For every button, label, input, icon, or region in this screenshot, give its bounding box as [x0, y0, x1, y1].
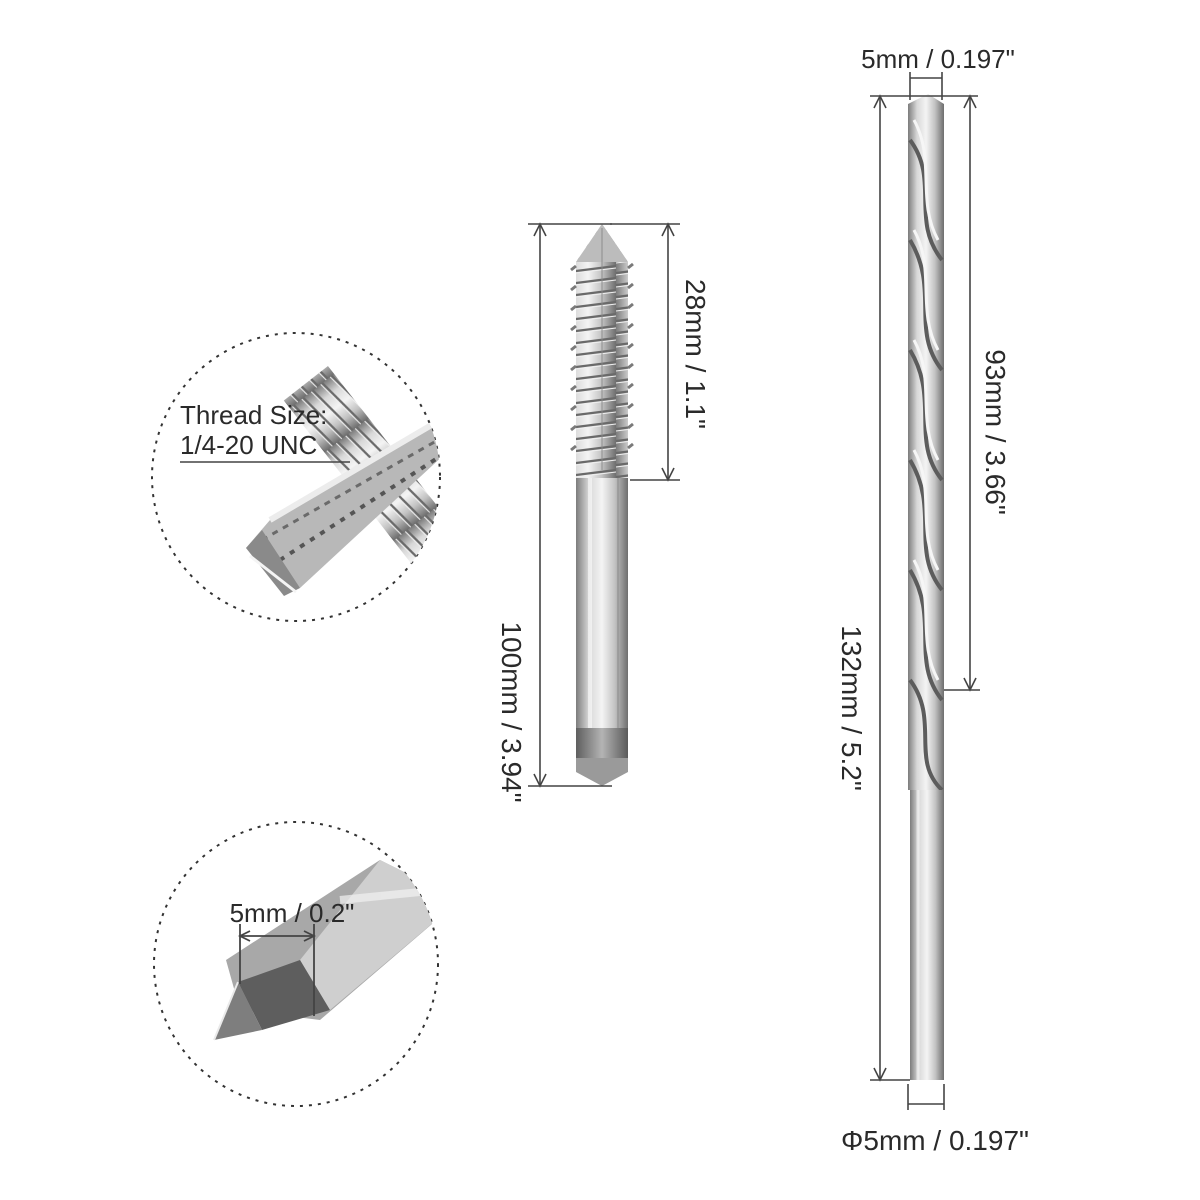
drill-flute-length-label: 93mm / 3.66" [980, 349, 1011, 515]
square-end-zoom-circle [153, 821, 439, 1107]
tap-overall-length-label: 100mm / 3.94" [496, 621, 527, 802]
thread-detail-zoom-circle [151, 332, 441, 622]
thread-size-label: Thread Size: [180, 400, 327, 430]
tap-bottom-point [576, 758, 628, 786]
tap-thread-length-dimension [610, 222, 680, 482]
drill-tip-diameter-label: 5mm / 0.197" [861, 44, 1015, 74]
drill-overall-length-dimension [870, 94, 978, 1082]
thread-size-value: 1/4-20 UNC [180, 430, 317, 460]
square-width-label: 5mm / 0.2" [230, 898, 355, 928]
drill-shank-diameter-dimension [907, 1084, 945, 1110]
drill-shank [910, 790, 944, 1080]
square-width-dimension [237, 924, 317, 1016]
tap-overall-length-dimension [528, 222, 612, 788]
tap-tool [570, 224, 634, 786]
tap-thread-length-label: 28mm / 1.1" [680, 279, 711, 429]
tap-square-end [576, 728, 628, 758]
tap-threaded-section [570, 224, 634, 478]
drill-bit-tool [908, 94, 944, 1080]
tap-shank [576, 478, 628, 728]
drill-overall-length-label: 132mm / 5.2" [836, 625, 867, 791]
drill-shank-diameter-label: Φ5mm / 0.197" [841, 1125, 1029, 1156]
drill-flute-length-dimension [944, 94, 980, 692]
